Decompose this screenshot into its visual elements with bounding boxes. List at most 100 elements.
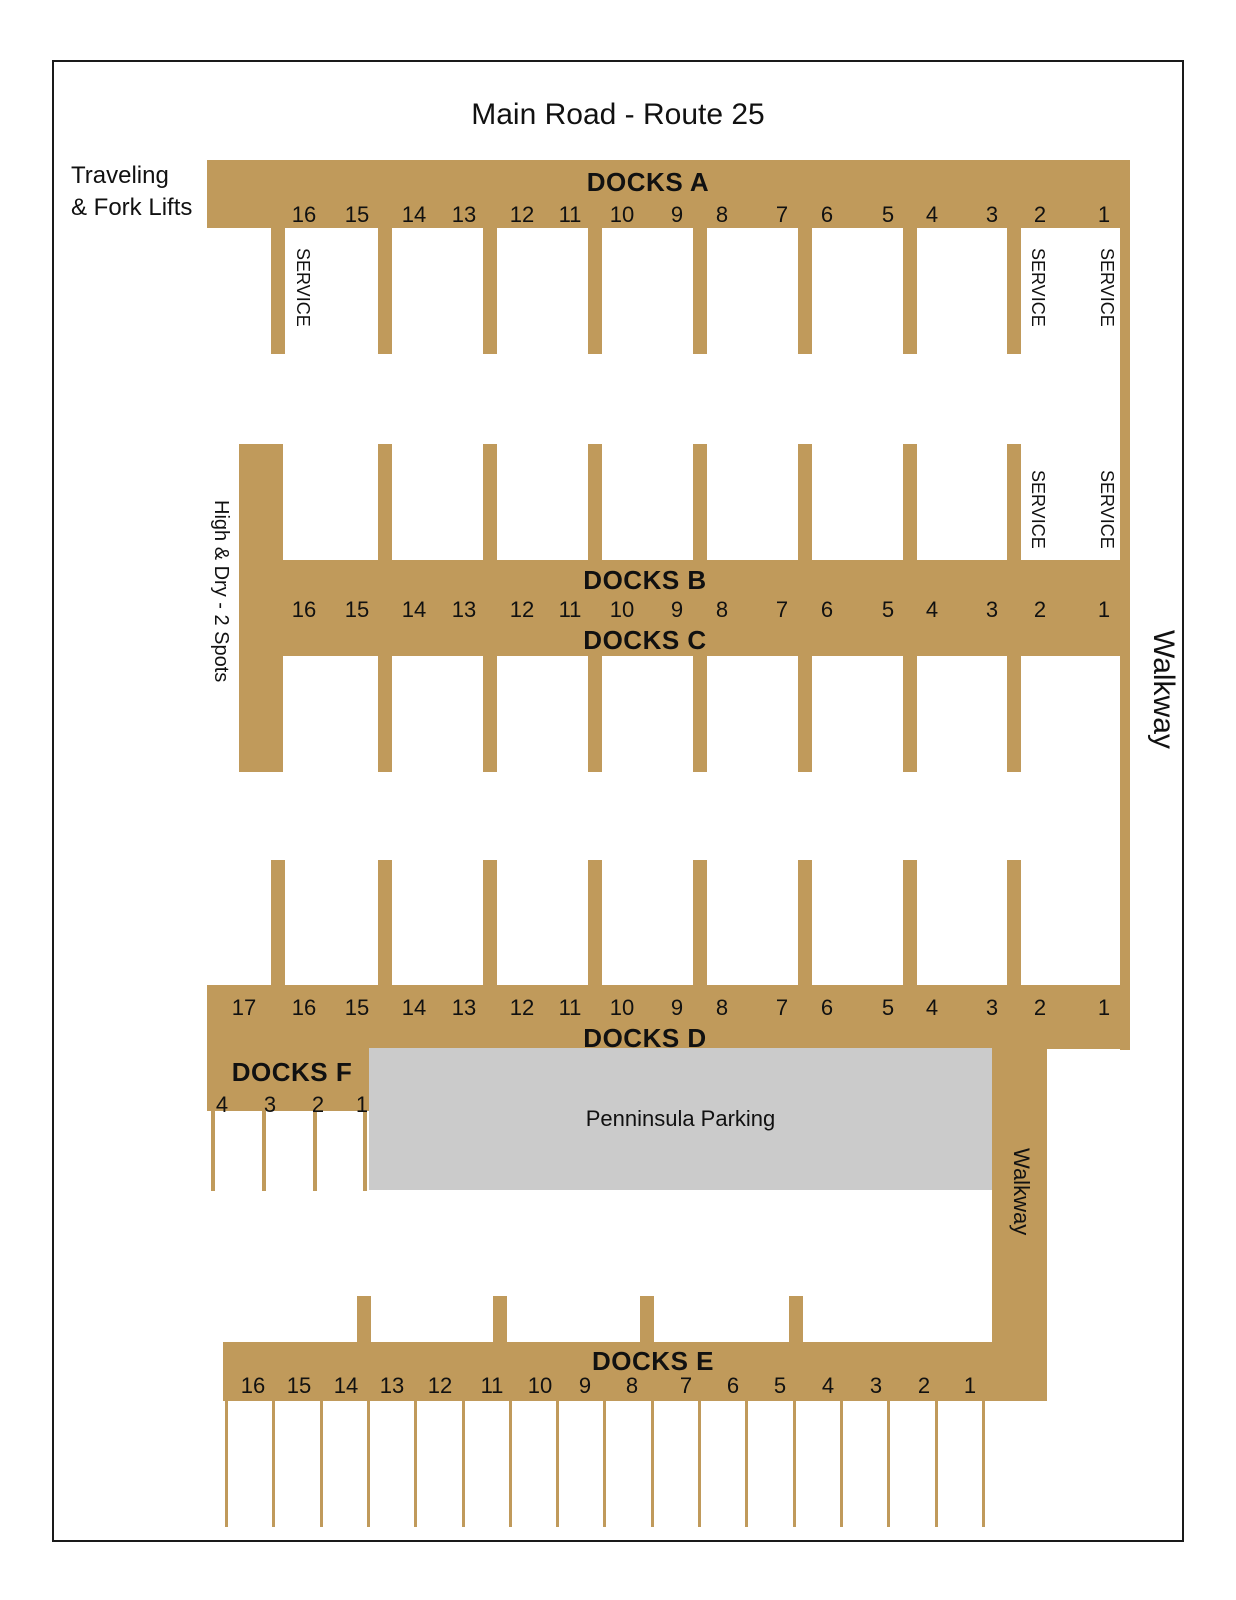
dock-d-finger [588, 860, 602, 985]
dock-e-finger [272, 1401, 276, 1527]
dock-d-finger [798, 860, 812, 985]
dock-a-slip-15: 15 [344, 202, 370, 227]
dock-e-finger [792, 1401, 796, 1527]
docks-e-main [223, 1342, 1047, 1401]
dock-a-slip-4: 4 [925, 202, 939, 227]
dock-e-finger [981, 1401, 985, 1527]
dock-a-slip-14: 14 [401, 202, 427, 227]
dock-d-slip-14: 14 [401, 995, 427, 1020]
dock-b-slip-14: 14 [401, 597, 427, 622]
high-dry-label: High & Dry - 2 Spots [210, 500, 232, 683]
dock-d-slip-17: 17 [231, 995, 257, 1020]
dock-e-slip-5: 5 [773, 1373, 787, 1398]
docks-b-title: DOCKS B [583, 565, 707, 595]
dock-e-slip-2: 2 [917, 1373, 931, 1398]
docks-a-main [207, 160, 1130, 228]
dock-a-slip-12: 12 [509, 202, 535, 227]
dock-e-slip-15: 15 [286, 1373, 312, 1398]
dock-b-finger [1007, 444, 1021, 560]
dock-b-slip-13: 13 [451, 597, 477, 622]
dock-e-slip-7: 7 [679, 1373, 693, 1398]
dock-d-slip-5: 5 [881, 995, 895, 1020]
service-label-a16: SERVICE [293, 248, 313, 327]
peninsula-parking: Penninsula Parking [369, 1048, 992, 1190]
traveling-label-line2: & Fork Lifts [71, 194, 193, 221]
dock-c-finger [588, 656, 602, 772]
dock-b-finger [693, 444, 707, 560]
dock-d-slip-11: 11 [558, 995, 582, 1020]
dock-b-slip-1: 1 [1097, 597, 1111, 622]
dock-e-finger [745, 1401, 749, 1527]
high-dry-block [239, 444, 283, 772]
docks-d-title: DOCKS D [583, 1023, 707, 1053]
dock-e-finger [225, 1401, 228, 1527]
docks-c-title: DOCKS C [583, 625, 707, 655]
dock-e-finger [319, 1401, 323, 1527]
dock-a-slip-13: 13 [451, 202, 477, 227]
dock-e-slip-11: 11 [480, 1373, 504, 1398]
dock-e-slip-10: 10 [527, 1373, 553, 1398]
dock-e-finger [650, 1401, 654, 1527]
dock-a-slip-10: 10 [609, 202, 635, 227]
dock-a-slip-5: 5 [881, 202, 895, 227]
service-label-a1: SERVICE [1097, 248, 1117, 327]
dock-b-slip-9: 9 [670, 597, 684, 622]
dock-e-slip-9: 9 [578, 1373, 592, 1398]
dock-a-finger [271, 228, 285, 354]
parking-label: Penninsula Parking [585, 1106, 776, 1131]
dock-d-slip-13: 13 [451, 995, 477, 1020]
dock-b-slip-5: 5 [881, 597, 895, 622]
dock-d-slip-15: 15 [344, 995, 370, 1020]
dock-d-finger [693, 860, 707, 985]
dock-a-finger [693, 228, 707, 354]
dock-e-finger [698, 1401, 701, 1527]
dock-f-finger [262, 1111, 266, 1191]
dock-b-slip-16: 16 [291, 597, 317, 622]
dock-b-slip-12: 12 [509, 597, 535, 622]
dock-d-finger [378, 860, 392, 985]
dock-c-finger [798, 656, 812, 772]
dock-e-slip-6: 6 [726, 1373, 740, 1398]
dock-d-slip-16: 16 [291, 995, 317, 1020]
dock-e-finger [508, 1401, 512, 1527]
dock-e-slip-12: 12 [427, 1373, 453, 1398]
dock-e-slip-4: 4 [821, 1373, 835, 1398]
dock-e-finger [839, 1401, 843, 1527]
dock-d-finger [903, 860, 917, 985]
dock-e-finger [556, 1401, 560, 1527]
dock-a-slip-11: 11 [558, 202, 582, 227]
dock-e-slip-16: 16 [240, 1373, 266, 1398]
dock-f-slip-1: 1 [355, 1092, 369, 1117]
dock-c-finger [693, 656, 707, 772]
docks-bc-main [281, 560, 1130, 656]
main-road-title: Main Road - Route 25 [471, 98, 765, 131]
dock-c-finger [483, 656, 497, 772]
dock-c-finger [378, 656, 392, 772]
dock-a-finger [588, 228, 602, 354]
dock-c-finger [1007, 656, 1021, 772]
walkway-label-lower: Walkway [1009, 1148, 1034, 1236]
dock-d-slip-12: 12 [509, 995, 535, 1020]
dock-d-slip-10: 10 [609, 995, 635, 1020]
dock-d-slip-2: 2 [1033, 995, 1047, 1020]
dock-e-finger [603, 1401, 607, 1527]
dock-e-finger [414, 1401, 418, 1527]
dock-d-slip-7: 7 [775, 995, 789, 1020]
dock-f-slip-2: 2 [311, 1092, 325, 1117]
traveling-label-line1: Traveling [71, 162, 169, 189]
service-label-b2: SERVICE [1028, 470, 1048, 549]
dock-e-finger [934, 1401, 938, 1527]
dock-b-slip-2: 2 [1033, 597, 1047, 622]
dock-f-finger [363, 1111, 367, 1191]
dock-b-finger [378, 444, 392, 560]
dock-b-slip-4: 4 [925, 597, 939, 622]
dock-d-slip-8: 8 [715, 995, 729, 1020]
dock-a-slip-16: 16 [291, 202, 317, 227]
dock-b-finger [903, 444, 917, 560]
dock-a-finger [798, 228, 812, 354]
dock-a-slip-9: 9 [670, 202, 684, 227]
dock-b-slip-6: 6 [820, 597, 834, 622]
dock-e-stub [357, 1296, 371, 1342]
docks-e-title: DOCKS E [592, 1346, 714, 1376]
dock-b-slip-10: 10 [609, 597, 635, 622]
